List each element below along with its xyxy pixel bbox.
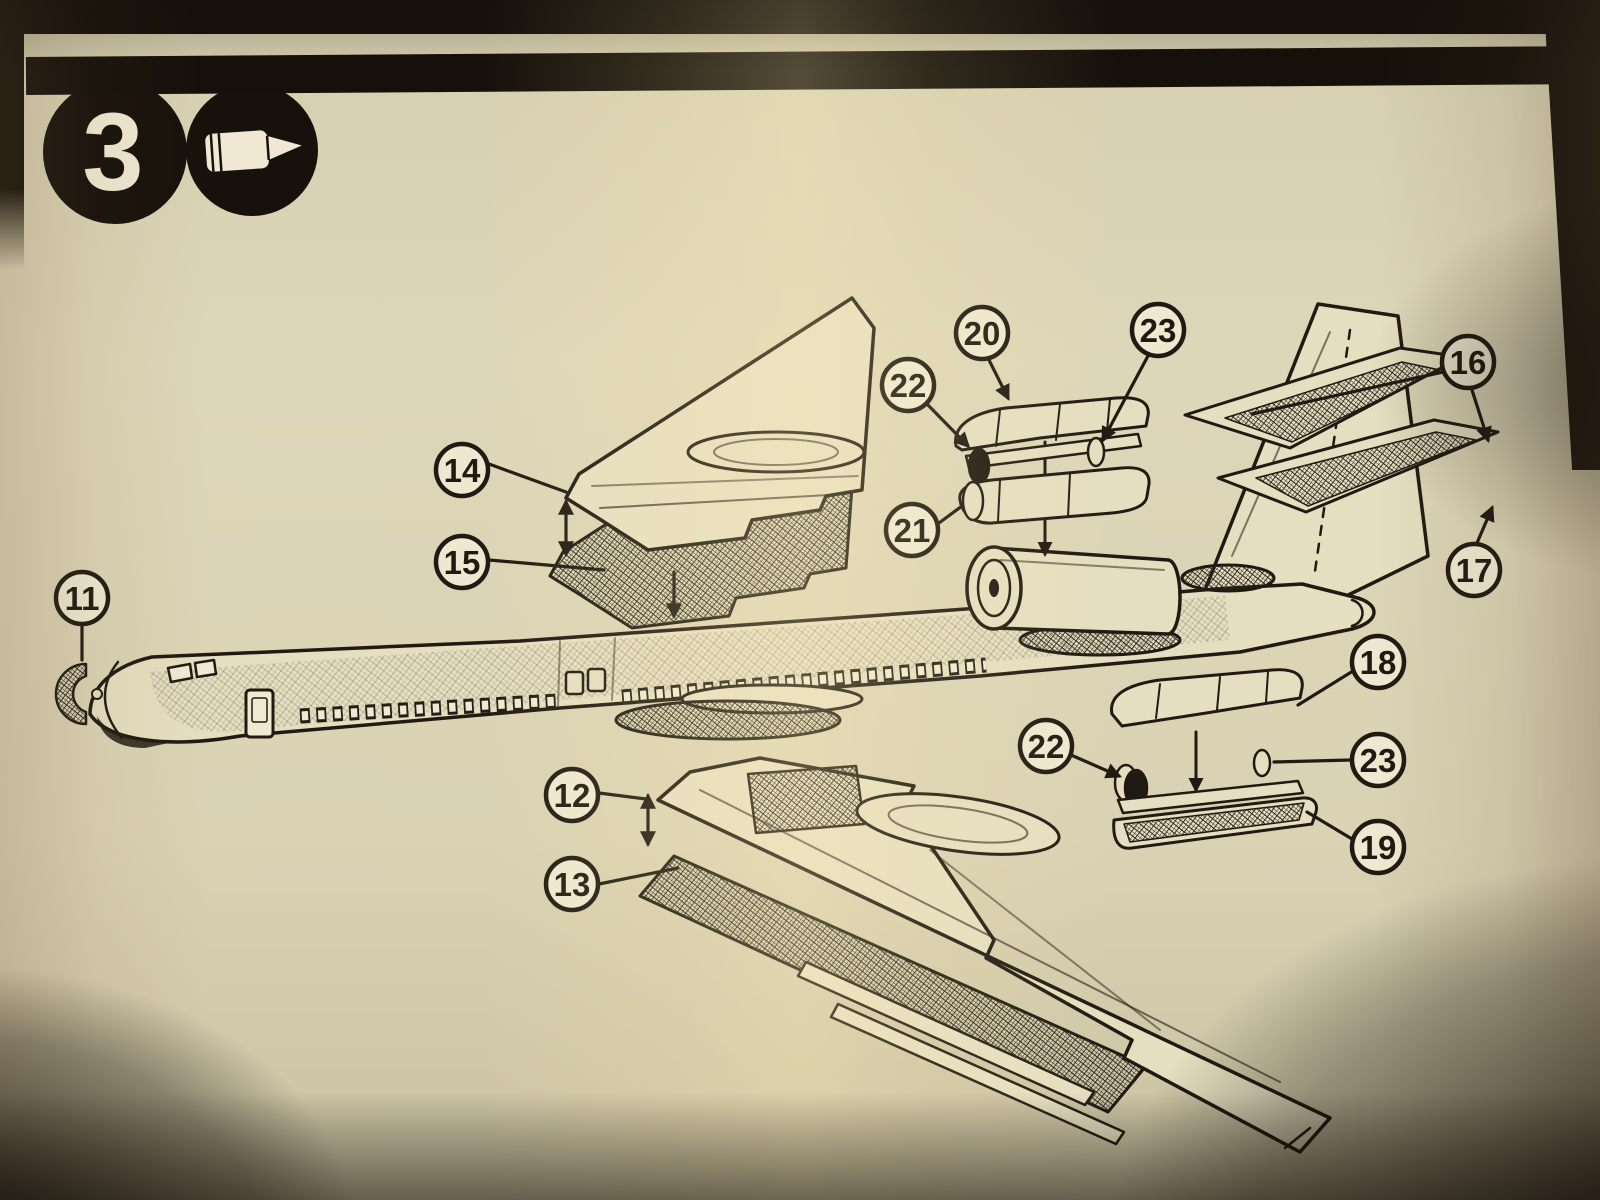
leader-23-lower — [1272, 758, 1353, 764]
step-badge: 3 — [43, 80, 187, 224]
svg-text:15: 15 — [444, 544, 481, 581]
leader-19 — [1305, 810, 1354, 841]
glue-badge — [186, 84, 318, 216]
leader-14 — [487, 462, 568, 494]
leader-22-lower — [1069, 753, 1122, 779]
callout-part-11: 11 — [53, 569, 111, 627]
svg-text:21: 21 — [894, 512, 931, 549]
svg-text:17: 17 — [1456, 552, 1493, 589]
svg-text:13: 13 — [554, 866, 591, 903]
leader-20 — [987, 358, 1010, 401]
part-18-engine-top-cowl — [1110, 668, 1304, 728]
callout-part-22-lower: 22 — [1017, 717, 1075, 775]
leader-21 — [937, 504, 964, 525]
photo-left-edge-shadow — [0, 0, 24, 270]
svg-text:20: 20 — [964, 315, 1001, 352]
leader-18 — [1296, 669, 1355, 707]
svg-text:22: 22 — [1028, 728, 1065, 765]
callout-part-17: 17 — [1445, 541, 1503, 599]
callout-part-22-upper: 22 — [879, 356, 937, 414]
svg-text:23: 23 — [1360, 742, 1397, 779]
callout-part-23-upper: 23 — [1129, 301, 1187, 359]
svg-text:23: 23 — [1140, 312, 1177, 349]
wing-box-hatched — [746, 764, 866, 835]
leader-12 — [597, 791, 648, 801]
dorsal-intake-hatched — [1180, 563, 1276, 593]
front-door — [244, 688, 275, 739]
leader-17 — [1475, 505, 1495, 545]
callout-part-20: 20 — [953, 304, 1011, 362]
callout-part-15: 15 — [433, 533, 491, 591]
svg-text:12: 12 — [554, 777, 591, 814]
belly-opening-hatched — [614, 699, 842, 741]
part-23-ring-upper — [1086, 436, 1106, 468]
overwing-exit-2 — [586, 667, 607, 693]
callout-part-18: 18 — [1349, 633, 1407, 691]
svg-text:14: 14 — [444, 452, 481, 489]
callout-part-12: 12 — [543, 766, 601, 824]
callout-part-13: 13 — [543, 855, 601, 913]
svg-text:19: 19 — [1360, 829, 1397, 866]
part-22-intake-bullet-upper — [967, 447, 991, 485]
svg-text:16: 16 — [1450, 344, 1487, 381]
callout-part-21: 21 — [883, 501, 941, 559]
callout-part-14: 14 — [433, 441, 491, 499]
callout-part-19: 19 — [1349, 818, 1407, 876]
part-23-ring-lower — [1252, 748, 1272, 778]
callout-part-16: 16 — [1439, 333, 1497, 391]
callout-part-23-lower: 23 — [1349, 731, 1407, 789]
svg-text:11: 11 — [65, 580, 100, 617]
photo-top-band — [0, 0, 1600, 34]
overwing-exit-1 — [564, 670, 585, 696]
step-number: 3 — [82, 91, 143, 214]
svg-text:18: 18 — [1360, 644, 1397, 681]
svg-text:22: 22 — [890, 367, 927, 404]
